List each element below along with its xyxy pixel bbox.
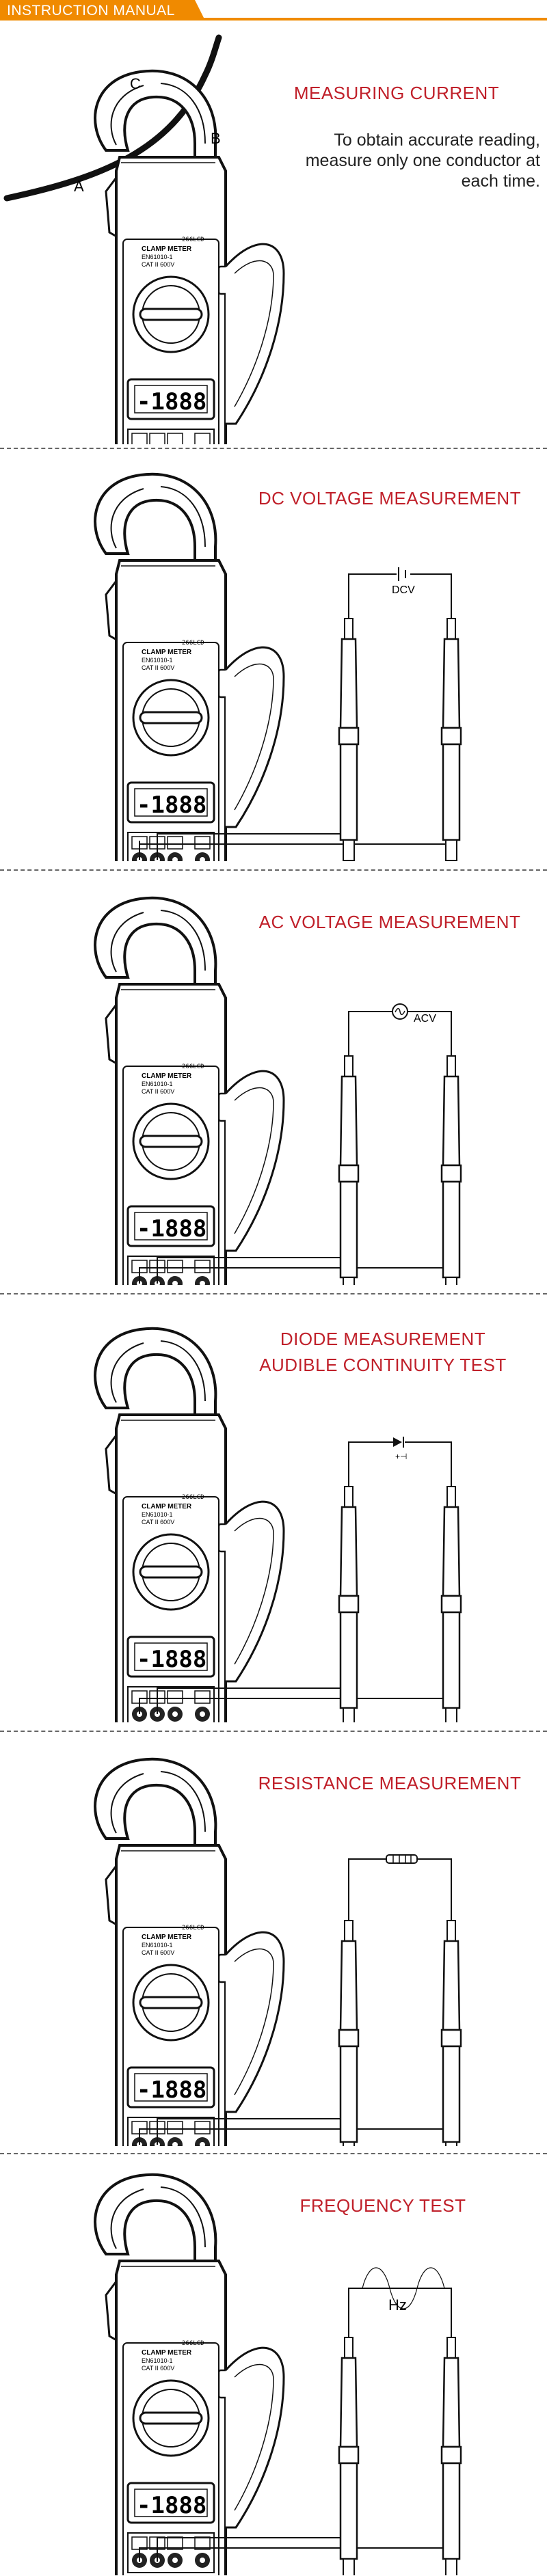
header-title: INSTRUCTION MANUAL	[7, 3, 175, 18]
meter-model-tag: 266LCD	[182, 236, 204, 243]
measuring-current-illustration: 266LCD CLAMP METER EN61010-1 CAT II 600V…	[3, 34, 285, 444]
ac-voltage-illustration: 266LCD CLAMP METER EN61010-1 CAT II 600V…	[94, 896, 462, 1285]
label-c: C	[130, 75, 141, 92]
meter-standard-label: EN61010-1	[142, 1081, 173, 1087]
diode-illustration: 266LCD CLAMP METER EN61010-1 CAT II 600V…	[94, 1327, 462, 1722]
frequency-illustration: 266LCD CLAMP METER EN61010-1 CAT II 600V…	[94, 2173, 462, 2575]
resistor-icon	[386, 1854, 418, 1864]
meter-brand-label: CLAMP METER	[142, 1503, 192, 1510]
section-ac-voltage: 266LCD CLAMP METER EN61010-1 CAT II 600V…	[0, 875, 547, 1285]
meter-brand-label: CLAMP METER	[142, 2349, 192, 2357]
section-title-continuity: AUDIBLE CONTINUITY TEST	[259, 1355, 507, 1375]
label-a: A	[74, 178, 84, 195]
label-b: B	[211, 130, 221, 147]
section-title-dc-voltage: DC VOLTAGE MEASUREMENT	[258, 488, 522, 509]
meter-lcd-digits: -1888	[137, 388, 206, 416]
meter-lcd-digits: -1888	[137, 2076, 206, 2104]
meter-standard-label: EN61010-1	[142, 1942, 173, 1949]
section-divider	[0, 2153, 547, 2154]
meter-brand-label: CLAMP METER	[142, 1934, 192, 1941]
meter-model-tag: 266LCD	[182, 1494, 204, 1501]
meter-brand-label: CLAMP METER	[142, 1072, 192, 1080]
meter-standard-label: EN61010-1	[142, 657, 173, 664]
header-bar: INSTRUCTION MANUAL	[0, 0, 547, 21]
section-title-measuring-current: MEASURING CURRENT	[293, 83, 500, 103]
section-title-frequency: FREQUENCY TEST	[299, 2195, 466, 2216]
meter-category-label: CAT II 600V	[142, 1088, 174, 1095]
meter-category-label: CAT II 600V	[142, 1519, 174, 1526]
hz-label: Hz	[388, 2296, 407, 2314]
section-dc-voltage: 266LCD CLAMP METER EN61010-1 CAT II 600V…	[0, 451, 547, 861]
section-diode: 266LCD CLAMP METER EN61010-1 CAT II 600V…	[0, 1299, 547, 1722]
meter-brand-label: CLAMP METER	[142, 245, 192, 253]
header-tab: INSTRUCTION MANUAL	[0, 0, 205, 21]
meter-category-label: CAT II 600V	[142, 664, 174, 671]
meter-lcd-digits: -1888	[137, 2492, 206, 2519]
resistance-illustration: 266LCD CLAMP METER EN61010-1 CAT II 600V…	[94, 1757, 462, 2146]
meter-model-tag: 266LCD	[182, 1925, 204, 1931]
section-title-diode: DIODE MEASUREMENT	[280, 1329, 486, 1349]
section-title-ac-voltage: AC VOLTAGE MEASUREMENT	[258, 912, 521, 932]
meter-category-label: CAT II 600V	[142, 1949, 174, 1956]
meter-model-tag: 266LCD	[182, 640, 204, 647]
acv-label: ACV	[414, 1013, 436, 1025]
meter-lcd-digits: -1888	[137, 1215, 206, 1243]
diode-symbol-label: +⊣	[395, 1452, 407, 1461]
meter-lcd-digits: -1888	[137, 1646, 206, 1673]
meter-standard-label: EN61010-1	[142, 2357, 173, 2364]
section-divider	[0, 1731, 547, 1732]
meter-category-label: CAT II 600V	[142, 2365, 174, 2372]
header-rule	[0, 18, 547, 21]
meter-category-label: CAT II 600V	[142, 261, 174, 268]
meter-model-tag: 266LCD	[182, 2340, 204, 2347]
measuring-current-note: To obtain accurate reading, measure only…	[305, 131, 540, 191]
meter-standard-label: EN61010-1	[142, 254, 173, 260]
dc-voltage-illustration: 266LCD CLAMP METER EN61010-1 CAT II 600V…	[94, 472, 462, 861]
meter-model-tag: 266LCD	[182, 1063, 204, 1070]
sine-wave-icon	[362, 2267, 445, 2309]
section-resistance: 266LCD CLAMP METER EN61010-1 CAT II 600V…	[0, 1736, 547, 2146]
dcv-label: DCV	[392, 584, 415, 596]
section-divider	[0, 869, 547, 871]
meter-lcd-digits: -1888	[137, 791, 206, 819]
meter-brand-label: CLAMP METER	[142, 649, 192, 656]
section-title-resistance: RESISTANCE MEASUREMENT	[258, 1773, 522, 1793]
section-divider	[0, 1293, 547, 1294]
section-frequency: 266LCD CLAMP METER EN61010-1 CAT II 600V…	[0, 2158, 547, 2575]
section-divider	[0, 448, 547, 449]
meter-standard-label: EN61010-1	[142, 1511, 173, 1518]
section-measuring-current: 266LCD CLAMP METER EN61010-1 CAT II 600V…	[0, 21, 547, 444]
